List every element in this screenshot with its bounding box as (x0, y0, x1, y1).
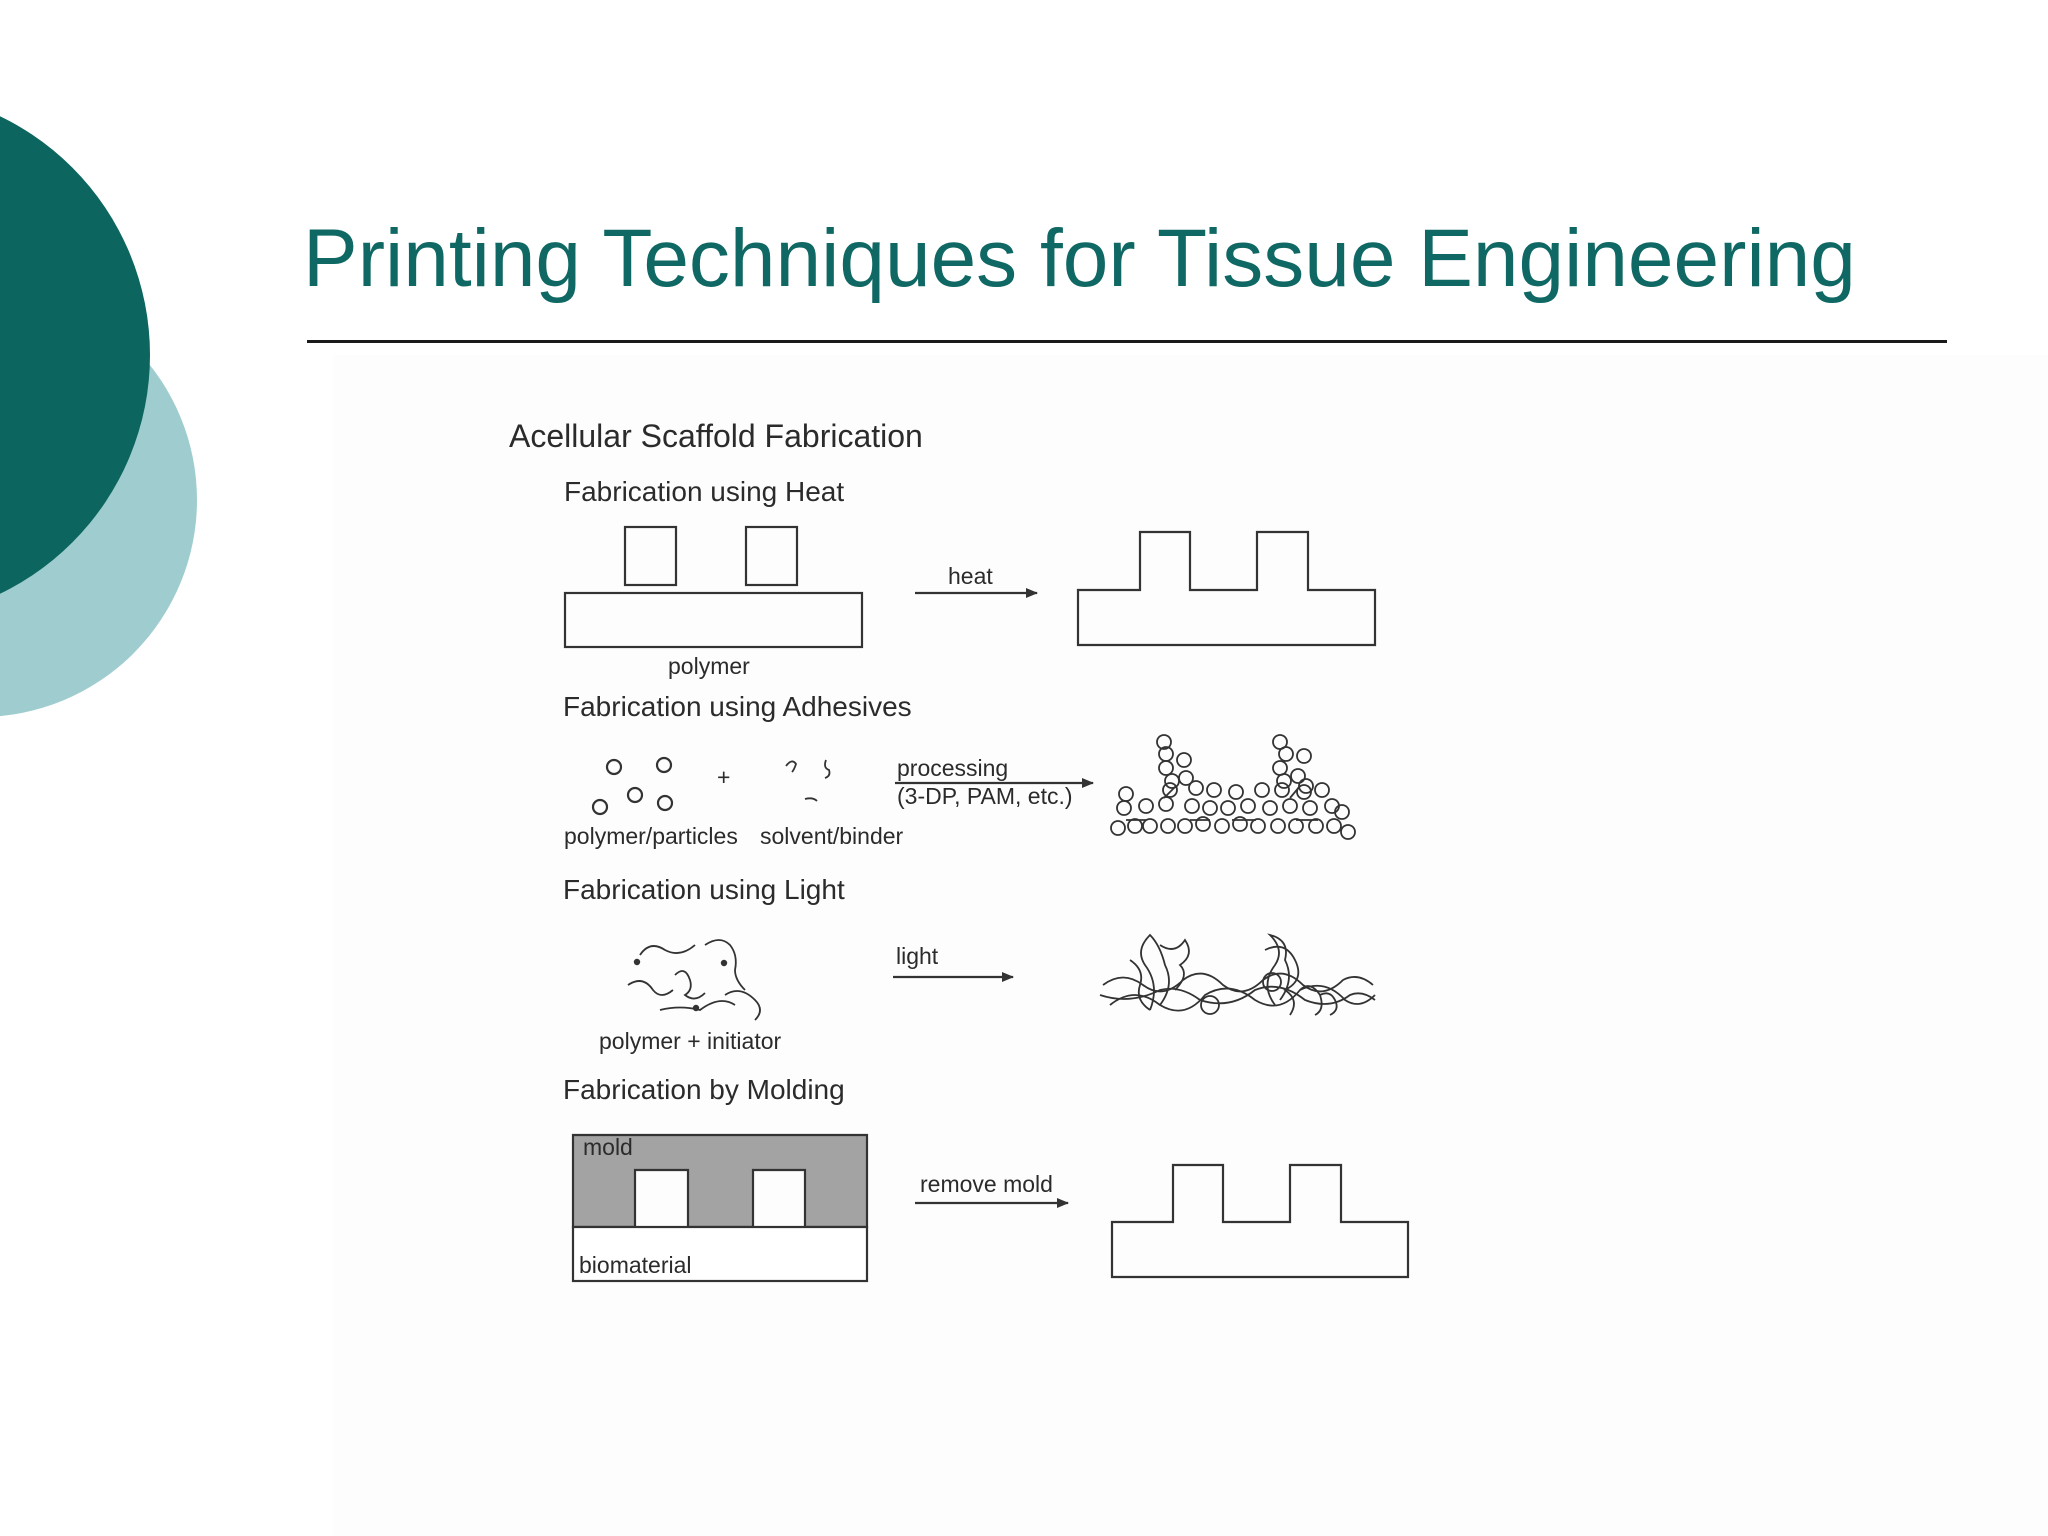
particle-bead (1270, 818, 1286, 834)
molding-result-shape (1110, 1163, 1410, 1279)
particle-bead (1308, 818, 1324, 834)
processing-methods-label: (3-DP, PAM, etc.) (897, 783, 1073, 809)
remove-mold-label: remove mold (920, 1171, 1053, 1197)
polymer-initiator-strands (627, 939, 761, 1021)
particle-bead (1142, 818, 1158, 834)
title-divider (307, 340, 1947, 343)
particle-bead (1240, 798, 1256, 814)
particle-bead (1220, 800, 1236, 816)
heat-result-shape (1076, 530, 1377, 647)
particle-bead (1262, 800, 1278, 816)
particle-bead (1118, 786, 1134, 802)
particle-bead (1250, 818, 1266, 834)
initiator-dots (633, 958, 728, 1012)
particle-bead (1184, 798, 1200, 814)
particle-bead (1228, 784, 1244, 800)
particle-bead (1290, 768, 1306, 784)
polymer-particles-label: polymer/particles (564, 823, 738, 849)
heat-section-title: Fabrication using Heat (564, 476, 845, 507)
solvent-binder-squiggles (785, 759, 831, 802)
particle-bead (1334, 804, 1350, 820)
adhesives-section-title: Fabrication using Adhesives (563, 691, 912, 722)
particle-bead (1340, 824, 1356, 840)
particle-bead (1160, 818, 1176, 834)
light-arrow-label: light (896, 943, 939, 969)
particle-bead (1110, 820, 1126, 836)
mold-label: mold (583, 1134, 633, 1160)
particle-bead (1276, 773, 1292, 789)
binder-link (1289, 785, 1301, 799)
light-result-network (1099, 933, 1376, 1016)
particle-bead (1158, 746, 1174, 762)
particle-bead (1195, 816, 1211, 832)
particle-bead (1254, 782, 1270, 798)
particle-bead (1272, 734, 1288, 750)
particle-bead (1314, 782, 1330, 798)
adhesive-result-cluster (1110, 734, 1356, 840)
particle-bead (1302, 800, 1318, 816)
particle-bead (1206, 782, 1222, 798)
heat-polymer-label: polymer (668, 653, 750, 679)
particle-bead (1274, 782, 1290, 798)
particle-bead (1176, 752, 1192, 768)
polymer-initiator-label: polymer + initiator (599, 1028, 782, 1054)
particle-bead (1232, 816, 1248, 832)
solvent-binder-label: solvent/binder (760, 823, 904, 849)
biomaterial-label: biomaterial (579, 1252, 692, 1278)
particle-bead (1288, 818, 1304, 834)
polymer-particles-cluster (591, 756, 674, 816)
processing-label: processing (897, 755, 1009, 781)
decor-circle-dark (0, 116, 150, 594)
figure-heading: Acellular Scaffold Fabrication (509, 418, 923, 454)
adhesives-plus-sign: + (717, 764, 731, 790)
molding-section-title: Fabrication by Molding (563, 1074, 845, 1105)
light-section-title: Fabrication using Light (563, 874, 845, 905)
particle-bead (1326, 818, 1342, 834)
heat-polymer-diagram (563, 525, 864, 649)
particle-bead (1188, 780, 1204, 796)
mold-assembly (571, 1133, 869, 1283)
slide-title: Printing Techniques for Tissue Engineeri… (303, 213, 1856, 304)
particle-bead (1202, 800, 1218, 816)
particle-bead (1296, 748, 1312, 764)
particle-bead (1214, 818, 1230, 834)
particle-bead (1178, 770, 1194, 786)
particle-bead (1177, 818, 1193, 834)
particle-bead (1282, 798, 1298, 814)
particle-bead (1156, 734, 1172, 750)
particle-bead (1138, 798, 1154, 814)
particle-bead (1162, 782, 1178, 798)
binder-link (1163, 785, 1177, 799)
heat-arrow-label: heat (948, 563, 993, 589)
particle-bead (1127, 818, 1143, 834)
